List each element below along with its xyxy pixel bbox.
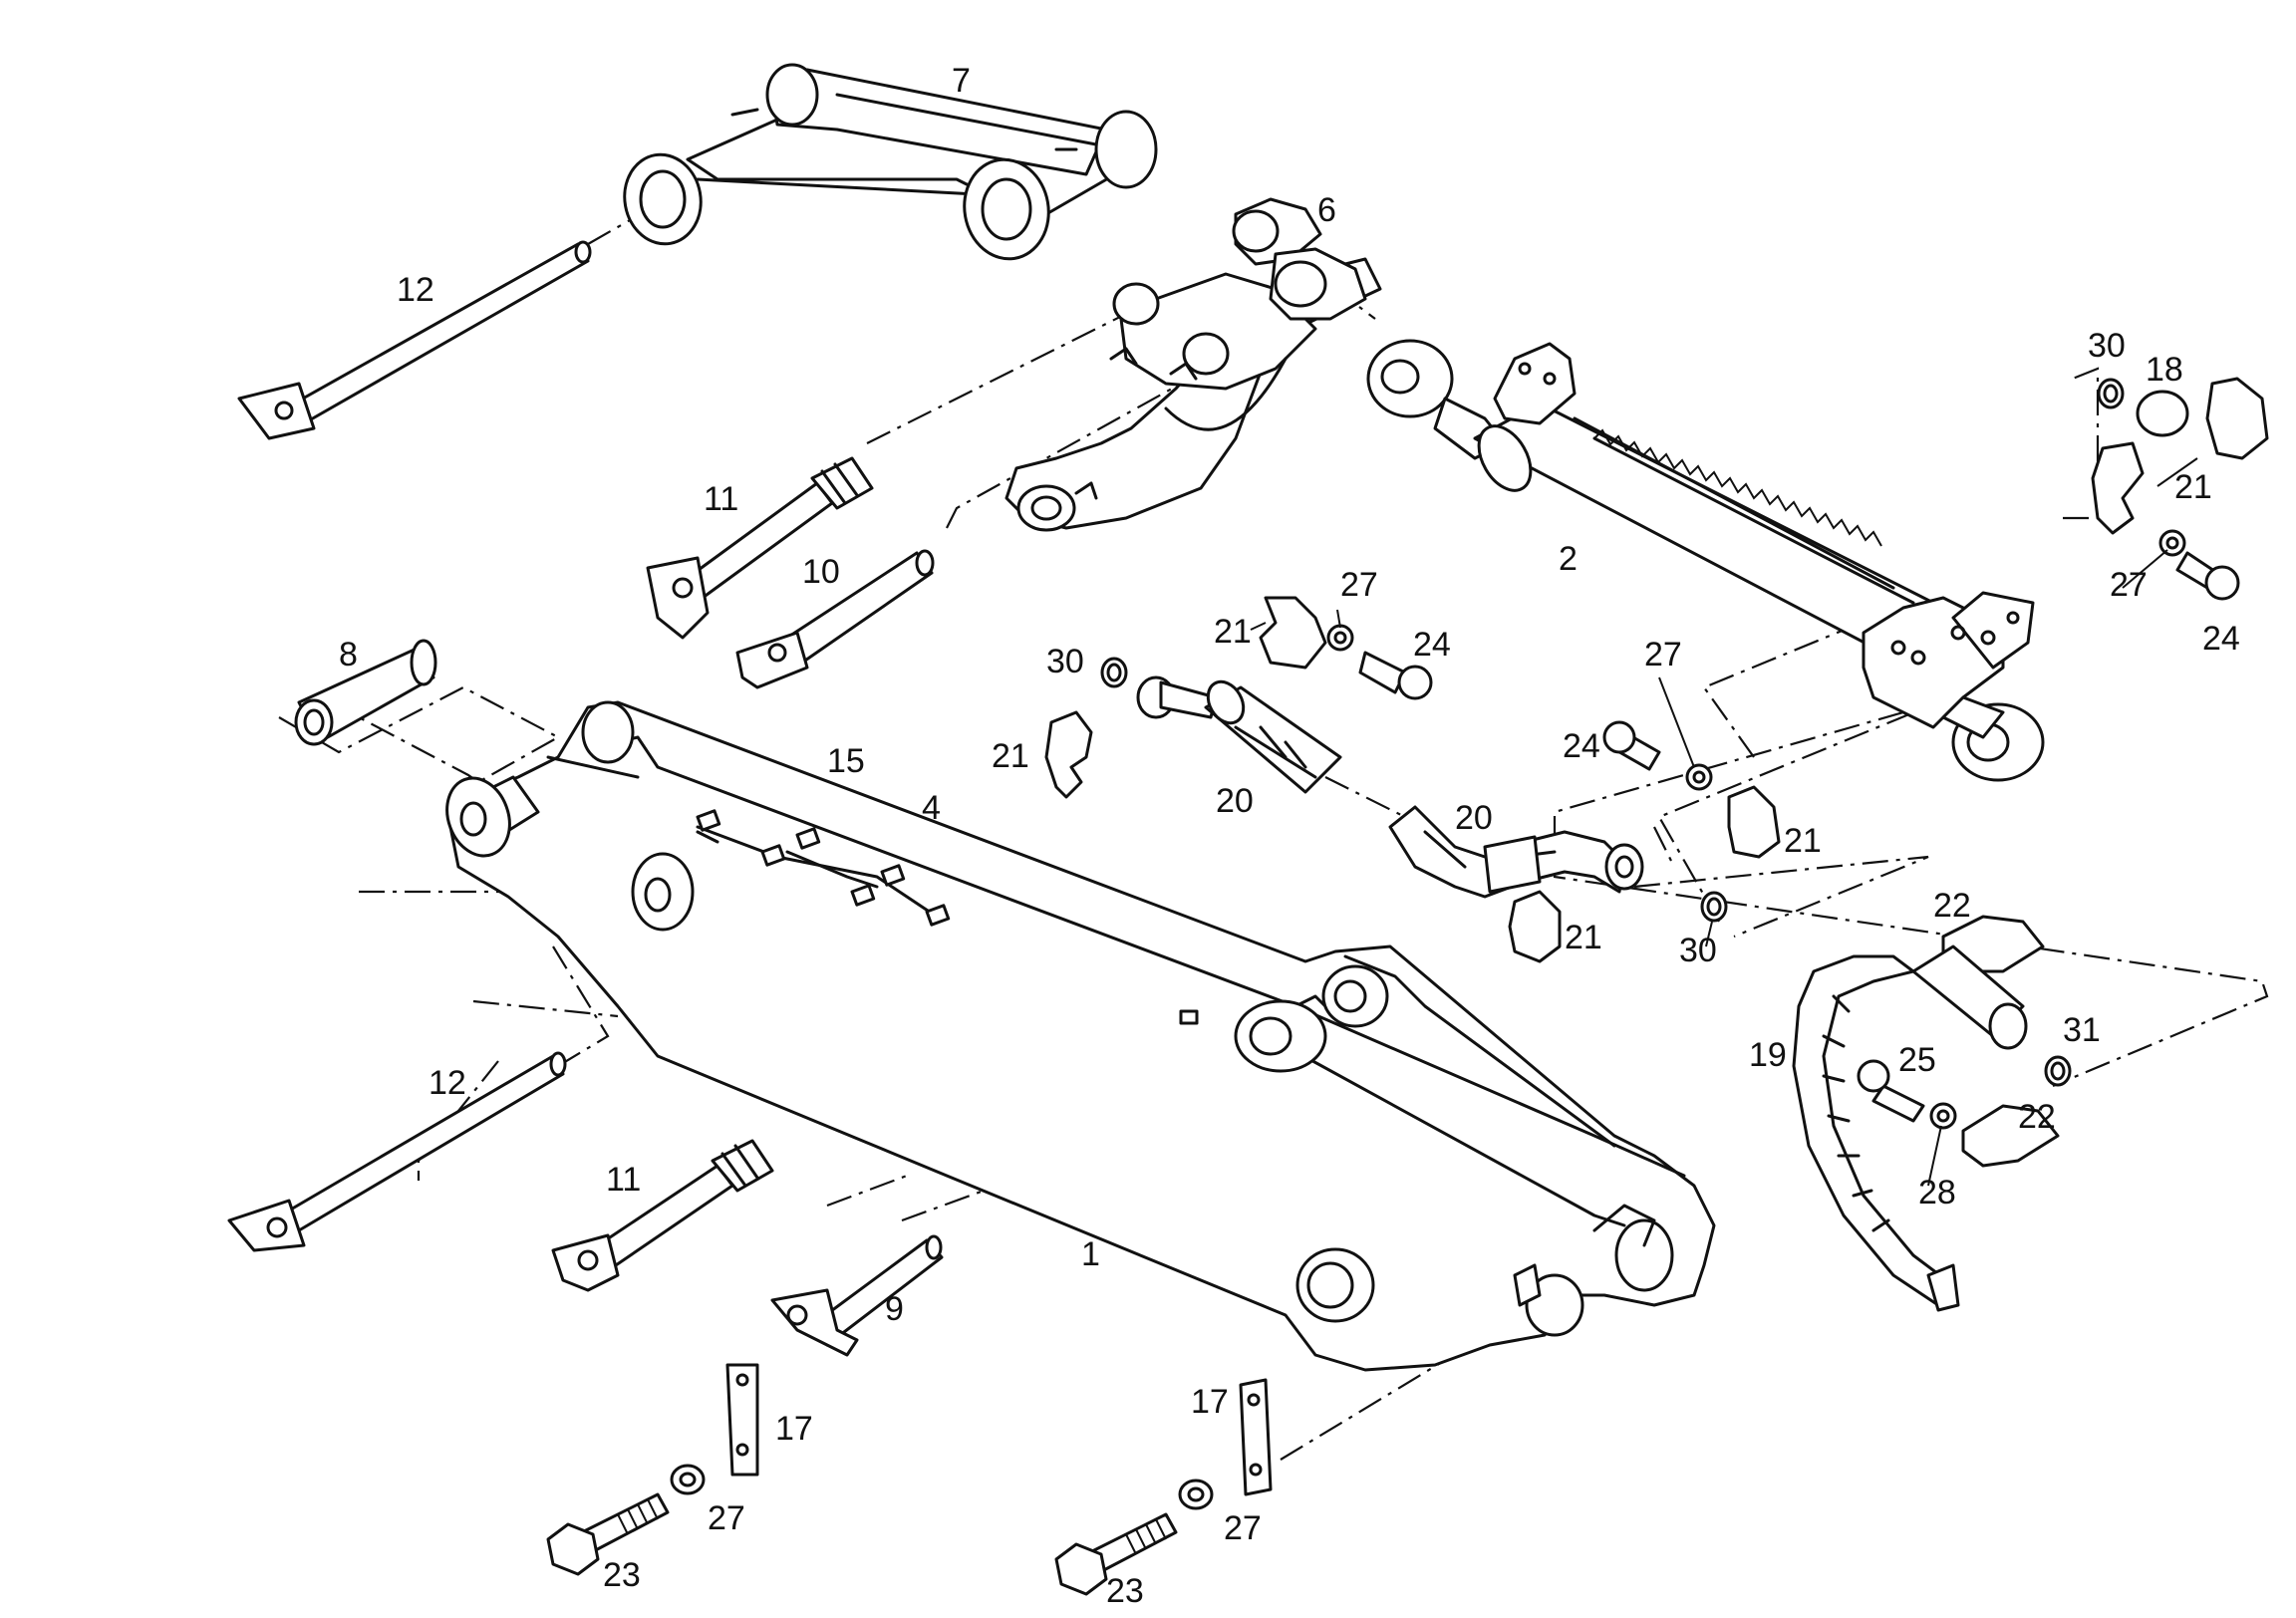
part-21-clamp-c: [1727, 785, 1781, 859]
label-part-18: 18: [2146, 351, 2183, 389]
label-part-24-c: 24: [2202, 620, 2240, 658]
label-part-2: 2: [1559, 540, 1578, 578]
part-23-bolt-right: [1054, 1512, 1178, 1596]
part-24-bolt-c: [2175, 551, 2240, 601]
label-part-30-a: 30: [2088, 327, 2126, 365]
part-30-oring-b: [1700, 891, 1728, 923]
label-part-17-left: 17: [775, 1410, 813, 1448]
label-part-24-b: 24: [1563, 727, 1600, 765]
part-9-pin: [770, 1234, 944, 1357]
part-20-hose-bend: [1388, 805, 1644, 899]
label-part-25: 25: [1898, 1041, 1936, 1079]
part-30-oring-c: [2097, 378, 2125, 409]
part-28-washer: [1929, 1102, 1957, 1130]
label-part-4: 4: [922, 789, 941, 827]
label-part-7: 7: [952, 62, 971, 100]
part-27-washer-b: [1685, 763, 1713, 791]
part-20-hose-fitting: [1136, 675, 1342, 794]
label-leaders: [1250, 457, 2198, 1187]
part-6-bracket: [1004, 197, 1382, 532]
part-15-4-wiring-harness: [696, 809, 951, 927]
label-part-12-upper: 12: [397, 271, 434, 309]
label-part-20-b: 20: [1455, 799, 1493, 837]
part-8-sleeve: [294, 639, 437, 746]
part-21-clamp-e: [2091, 377, 2269, 535]
label-part-11-upper: 11: [704, 480, 738, 518]
label-part-27-d: 27: [708, 1499, 745, 1537]
part-31-oring: [2044, 1055, 2072, 1087]
part-7-upper-link: [623, 63, 1158, 261]
part-25-bolt: [1857, 1059, 1925, 1123]
label-part-22-a: 22: [1933, 887, 1971, 925]
part-17-plate-right: [1239, 1378, 1273, 1496]
label-part-22-b: 22: [2018, 1098, 2056, 1136]
part-30-oring-a: [1100, 657, 1128, 688]
label-part-8: 8: [339, 636, 358, 674]
label-part-31: 31: [2063, 1011, 2101, 1049]
label-part-6: 6: [1317, 191, 1336, 229]
part-21-clamp-b: [1044, 710, 1093, 799]
label-part-11-lower: 11: [606, 1161, 641, 1199]
part-27-washer-left: [670, 1464, 706, 1495]
label-part-20-a: 20: [1216, 782, 1254, 820]
label-part-30-c: 30: [1679, 932, 1717, 969]
label-part-10: 10: [802, 553, 840, 591]
label-part-21-d: 21: [1565, 919, 1602, 956]
label-part-23-left: 23: [603, 1556, 641, 1594]
label-part-21-c: 21: [1784, 822, 1822, 860]
label-part-17-right: 17: [1191, 1383, 1229, 1421]
part-12-pin-upper: [237, 240, 592, 440]
part-24-bolt-b: [1602, 720, 1661, 771]
label-part-21-e: 21: [2174, 468, 2212, 506]
label-part-30-b: 30: [1046, 643, 1084, 680]
part-24-bolt-a: [1358, 651, 1433, 700]
part-19-hose: [1792, 944, 2028, 1312]
part-labels: 7 12 6 30 18 11 10 2 21 27 24 8 27 21 24…: [339, 62, 2240, 1610]
label-part-23-right: 23: [1106, 1572, 1144, 1610]
part-11-pin-upper: [646, 456, 874, 640]
label-part-21-b: 21: [992, 737, 1029, 775]
label-part-27-b: 27: [1644, 636, 1682, 674]
part-27-washer-c: [2158, 529, 2186, 557]
label-part-15: 15: [827, 742, 865, 780]
label-part-24-a: 24: [1413, 626, 1451, 664]
label-part-19: 19: [1749, 1036, 1787, 1074]
label-part-21-a: 21: [1214, 613, 1252, 651]
part-17-plate-left: [725, 1363, 759, 1477]
part-23-bolt-left: [546, 1492, 670, 1576]
part-10-pin: [735, 549, 935, 689]
part-18-cap: [2136, 390, 2189, 437]
part-21-clamp-a: [1259, 596, 1327, 670]
part-2-hydraulic-cylinder: [1366, 339, 2045, 782]
part-22-clamp-b: [1961, 1104, 2060, 1168]
label-part-27-e: 27: [1224, 1509, 1262, 1547]
label-part-9: 9: [885, 1290, 904, 1328]
label-part-28: 28: [1918, 1174, 1956, 1212]
part-21-clamp-d: [1508, 890, 1562, 963]
part-12-pin-lower: [227, 1051, 567, 1252]
part-27-washer-a: [1326, 624, 1354, 652]
label-part-1: 1: [1081, 1235, 1100, 1273]
part-11-pin-lower: [551, 1139, 774, 1292]
part-1-main-arm: [445, 700, 1716, 1372]
label-part-27-a: 27: [1340, 566, 1378, 604]
label-part-12-lower: 12: [429, 1064, 466, 1102]
part-27-washer-right: [1178, 1479, 1214, 1510]
